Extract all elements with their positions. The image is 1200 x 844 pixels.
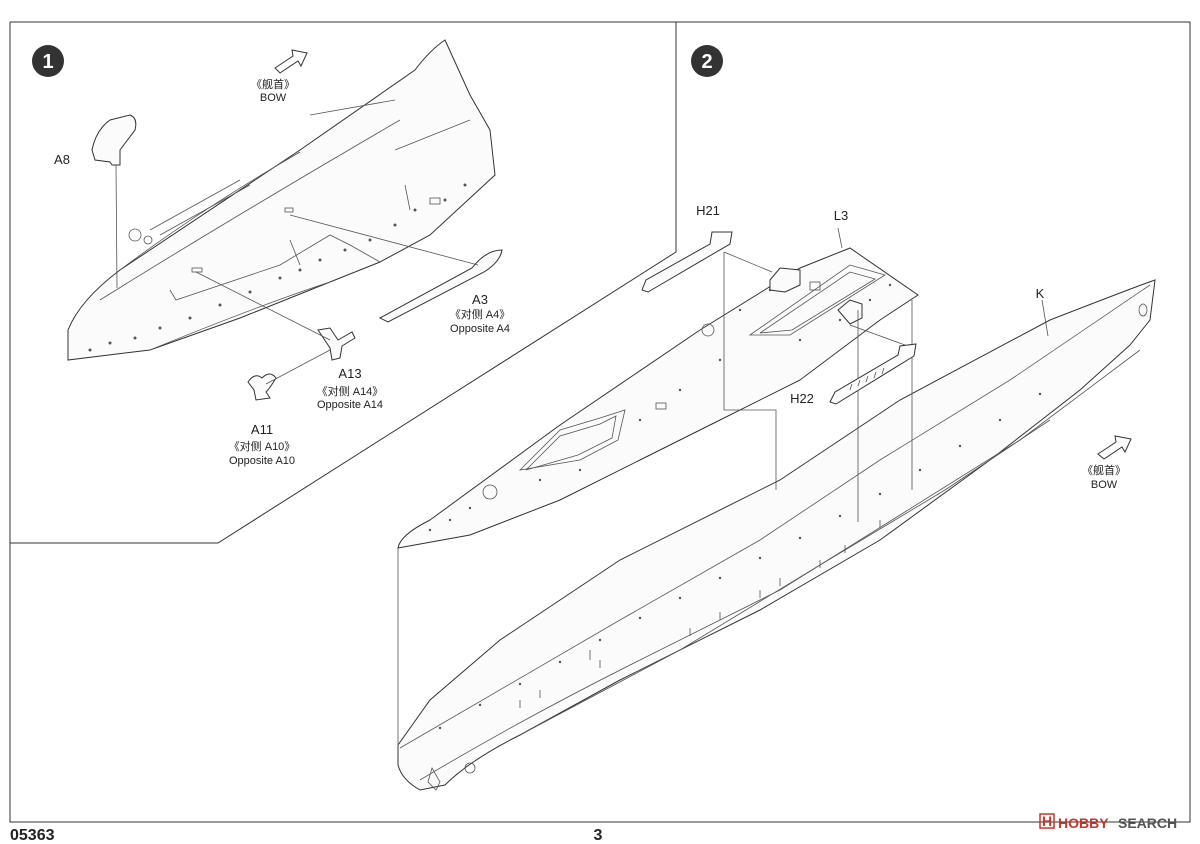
assembly-guides [397, 251, 913, 745]
step2-bow-indicator: 《舰首》 BOW [1082, 435, 1132, 491]
part-l3-label: L3 [834, 208, 848, 223]
watermark-suffix: SEARCH [1118, 815, 1177, 831]
part-h22: H22 [790, 343, 917, 406]
watermark-logo-glyph: H [1042, 813, 1052, 829]
part-a3-cn: 《对侧 A4》 [450, 307, 511, 321]
step2-bow-en: BOW [1091, 479, 1118, 491]
step1-frame [9, 21, 677, 544]
step1-bow-cn: 《舰首》 [251, 77, 295, 91]
part-a11: A11 《对侧 A10》 Opposite A10 [229, 349, 331, 467]
part-a13: A13 《对侧 A14》 Opposite A14 [195, 271, 384, 411]
step1-stern-hull [67, 39, 496, 361]
part-a11-label: A11 [251, 422, 273, 437]
step1-bow-en: BOW [260, 92, 287, 104]
part-a3-label: A3 [472, 292, 488, 307]
part-a11-en: Opposite A10 [229, 455, 295, 467]
part-a13-cn: 《对侧 A14》 [317, 384, 384, 398]
part-k-label: K [1036, 286, 1045, 301]
bow-arrow-icon [1097, 435, 1132, 460]
part-a13-en: Opposite A14 [317, 399, 383, 411]
part-h21: H21 [641, 203, 733, 293]
part-k-hull: K [397, 279, 1156, 791]
step1-badge: 1 [32, 45, 64, 77]
part-a8: A8 [54, 114, 137, 289]
bow-arrow-icon [274, 49, 308, 74]
part-a8-label: A8 [54, 152, 70, 167]
hobbysearch-watermark: H HOBBY SEARCH [1039, 813, 1177, 831]
part-a13-label: A13 [338, 366, 361, 381]
watermark-logo-icon [1039, 813, 1055, 829]
step2-number: 2 [701, 51, 712, 73]
step2-bow-cn: 《舰首》 [1082, 463, 1126, 477]
page-number: 3 [594, 827, 603, 844]
part-h22-label: H22 [790, 391, 814, 406]
part-a11-cn: 《对侧 A10》 [229, 439, 296, 453]
part-l3-deck: L3 [397, 208, 919, 549]
step1-bow-indicator: 《舰首》 BOW [251, 49, 308, 104]
step2-badge: 2 [691, 45, 723, 77]
part-h21-label: H21 [696, 203, 720, 218]
part-a3-en: Opposite A4 [450, 323, 510, 335]
product-code: 05363 [10, 827, 55, 844]
part-a3: A3 《对侧 A4》 Opposite A4 [289, 214, 511, 335]
step1-number: 1 [42, 51, 53, 73]
step2-frame [9, 21, 1191, 823]
watermark-prefix: HOBBY [1058, 815, 1109, 831]
